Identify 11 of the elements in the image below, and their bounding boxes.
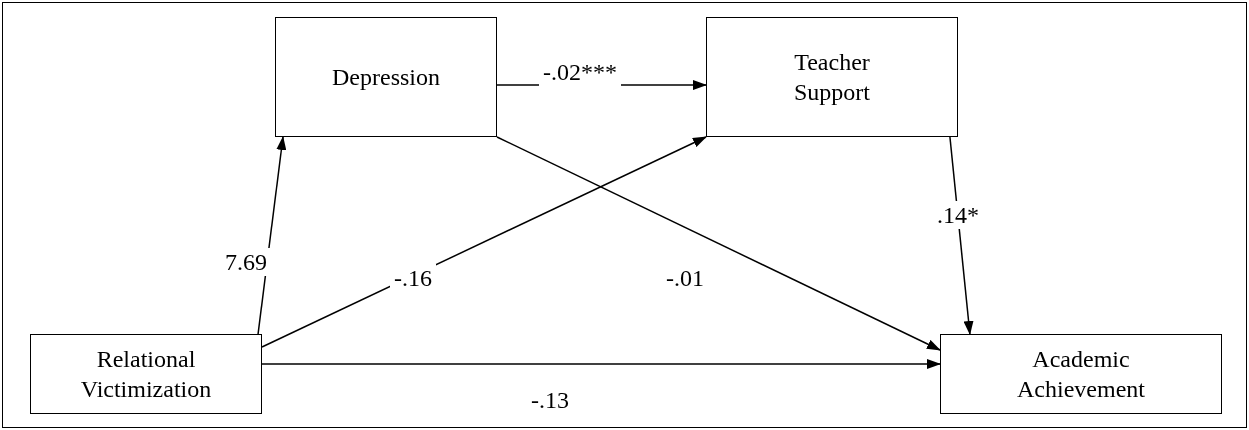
variable-box [940,334,1222,414]
variable-name: Academic Achievement [1016,345,1146,404]
arrow [261,136,707,348]
variable-name: Teacher Support [793,48,871,107]
variable-name: Relational Victimization [79,345,213,404]
variable-box [30,334,262,414]
variable-name: Depression [332,63,440,92]
arrow [496,136,941,351]
variable-box [275,17,497,137]
variable-box [706,17,958,137]
arrow [261,359,941,369]
